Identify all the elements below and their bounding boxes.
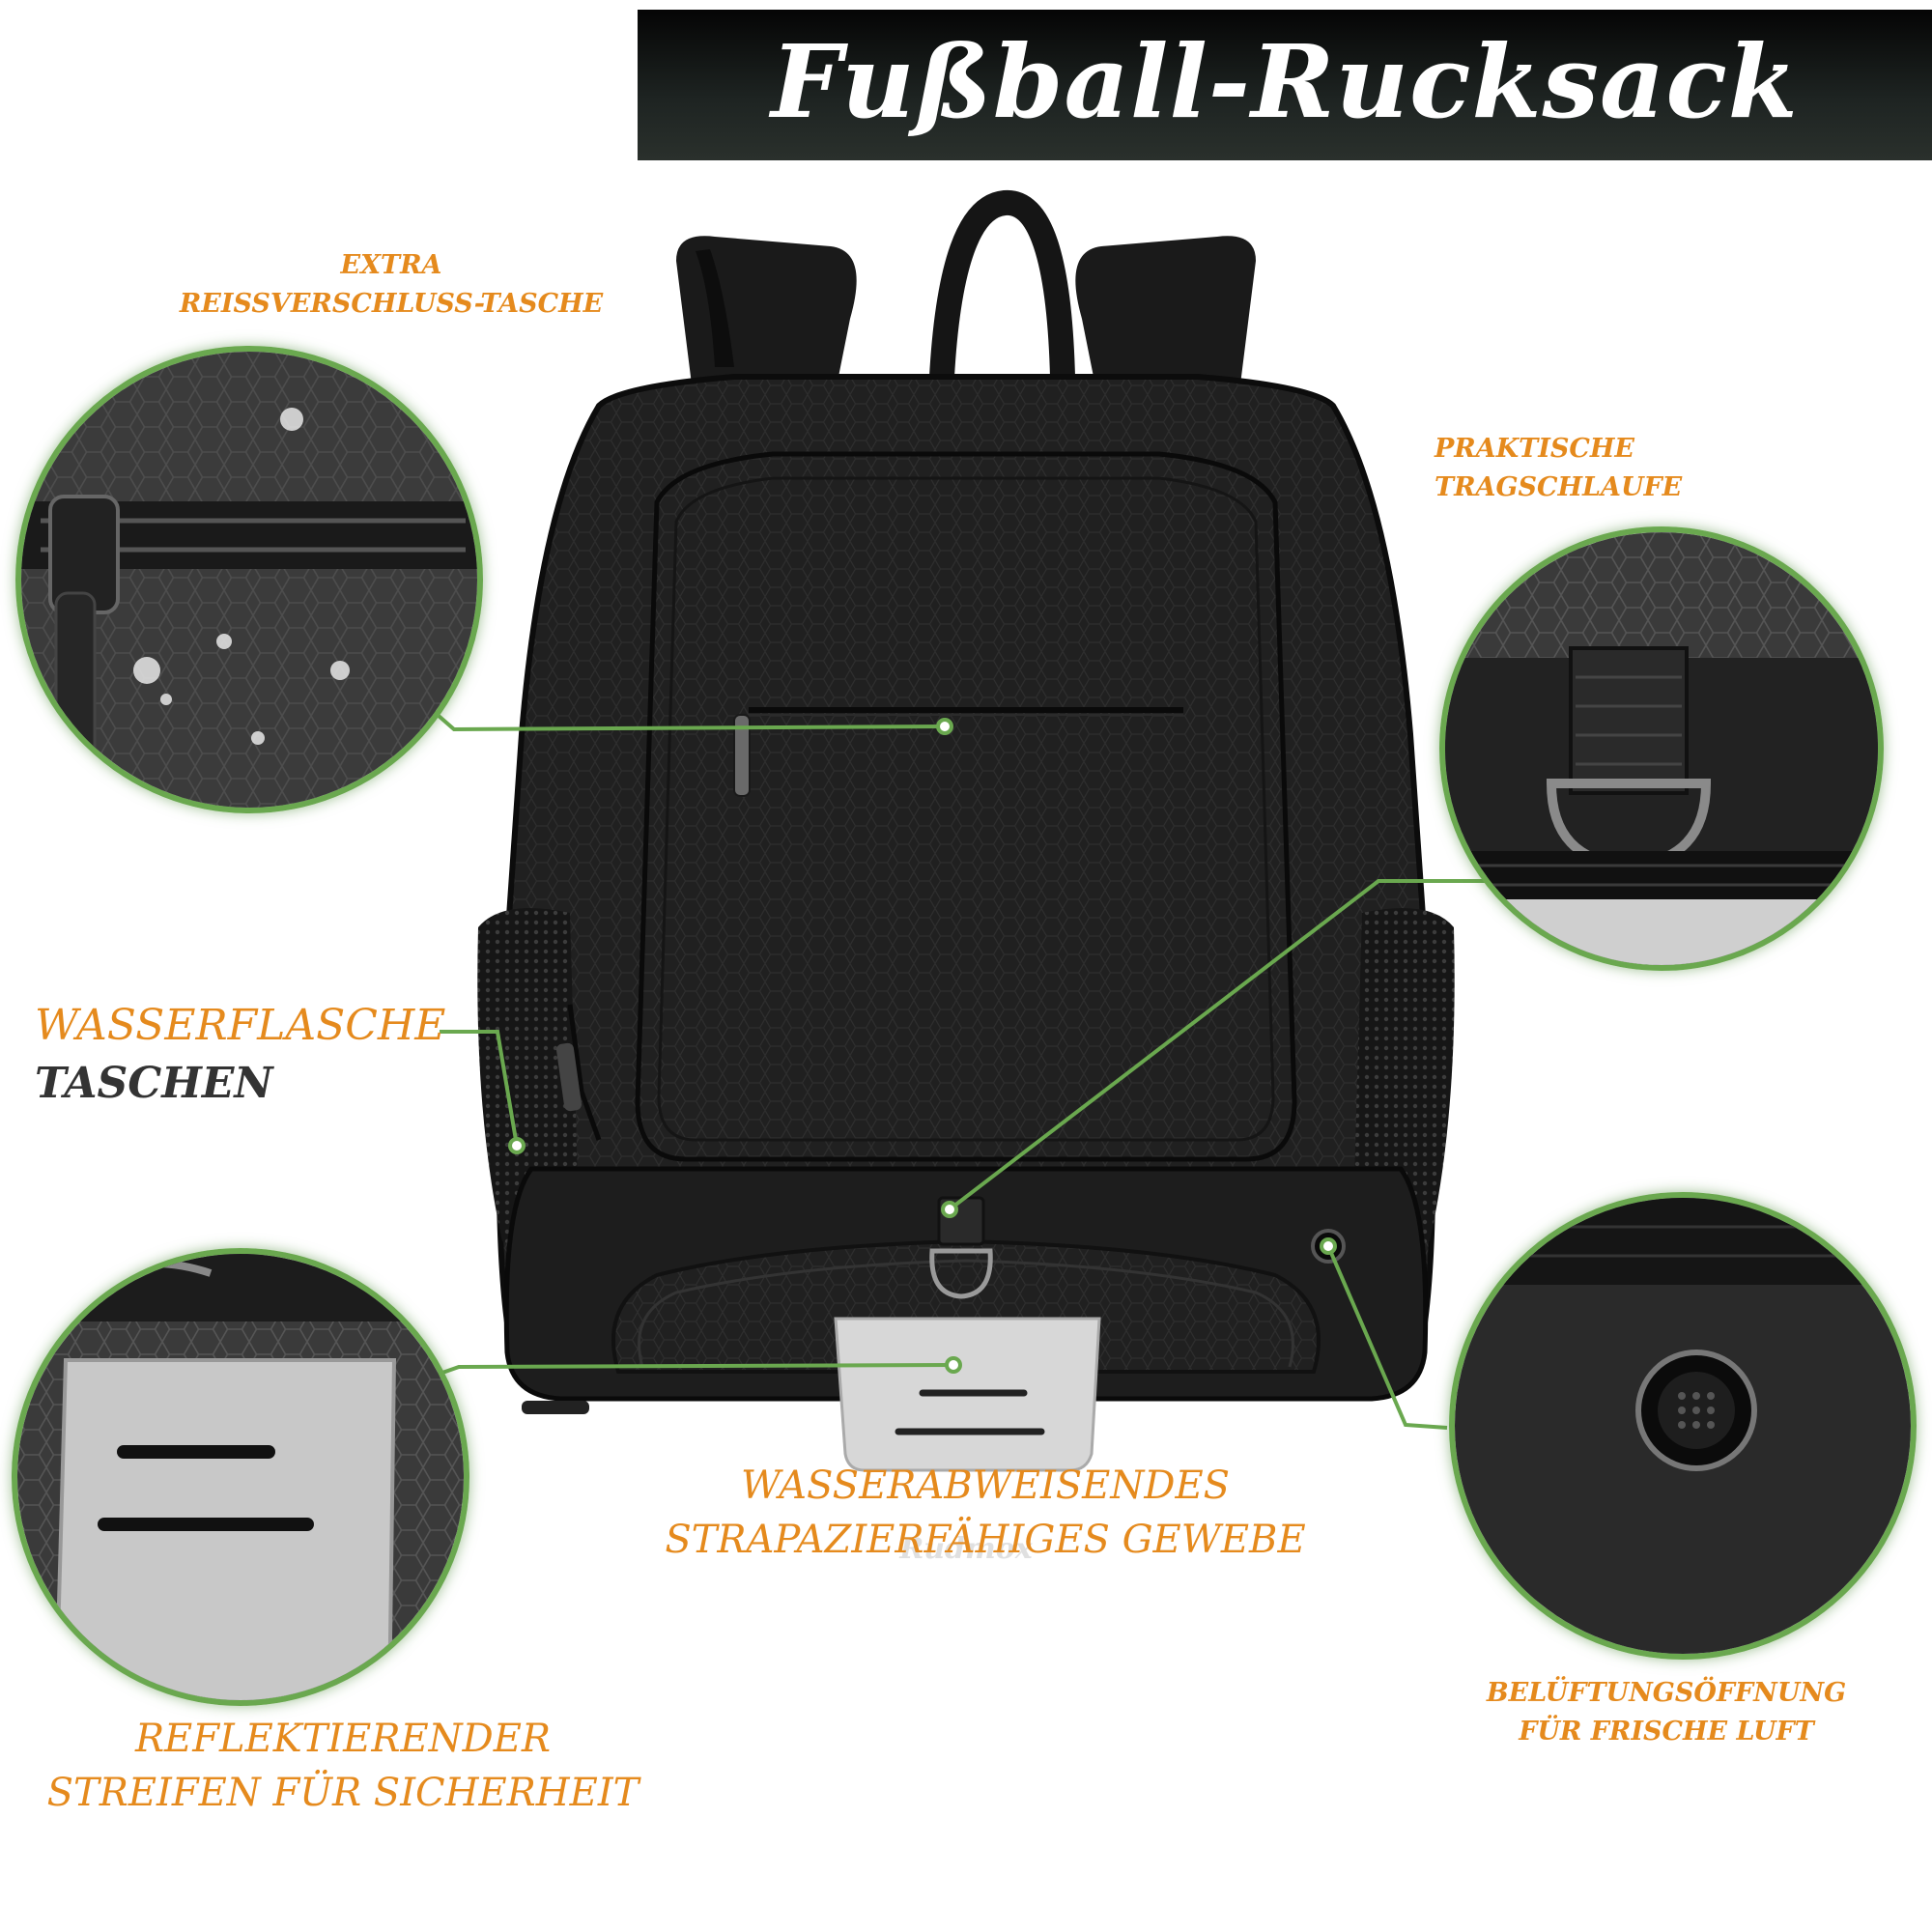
label-carry-loop-line2: TRAGSCHLAUFE xyxy=(1435,472,1683,502)
label-fabric-line1: WASSERABWEISENDES xyxy=(740,1463,1231,1508)
label-carry-loop: PRAKTISCHE TRAGSCHLAUFE xyxy=(1435,430,1705,507)
label-bottle-pockets-line2: TASCHEN xyxy=(35,1059,273,1108)
zoom-reflective-strip xyxy=(12,1248,469,1706)
label-bottle-pockets-line1: WASSERFLASCHE xyxy=(35,1001,446,1050)
label-vent-line2: FÜR FRISCHE LUFT xyxy=(1519,1717,1814,1747)
label-bottle-pockets: WASSERFLASCHE TASCHEN xyxy=(35,997,450,1113)
label-reflective-line1: REFLEKTIERENDER xyxy=(134,1717,552,1761)
label-zipper-pocket-line2: REISSVERSCHLUSS-TASCHE xyxy=(179,289,604,319)
zipper-pull-icon xyxy=(21,352,477,808)
title-banner: Fußball-Rucksack xyxy=(638,10,1932,160)
label-vent-line1: BELÜFTUNGSÖFFNUNG xyxy=(1486,1678,1847,1708)
label-zipper-pocket-line1: EXTRA xyxy=(340,250,442,280)
label-carry-loop-line1: PRAKTISCHE xyxy=(1435,434,1634,464)
label-vent: BELÜFTUNGSÖFFNUNG FÜR FRISCHE LUFT xyxy=(1463,1674,1869,1751)
vent-grille-icon xyxy=(1455,1198,1911,1654)
zoom-vent xyxy=(1449,1192,1917,1660)
label-fabric: WASSERABWEISENDES STRAPAZIERFÄHIGES GEWE… xyxy=(633,1459,1338,1567)
page-title: Fußball-Rucksack xyxy=(771,22,1799,141)
zoom-carry-loop xyxy=(1439,526,1884,971)
label-zipper-pocket: EXTRA REISSVERSCHLUSS-TASCHE xyxy=(155,246,628,324)
label-reflective-line2: STREIFEN FÜR SICHERHEIT xyxy=(46,1771,639,1815)
label-reflective: REFLEKTIERENDER STREIFEN FÜR SICHERHEIT xyxy=(29,1712,657,1820)
zoom-zipper-pocket xyxy=(15,346,483,813)
d-ring-icon xyxy=(1445,532,1878,965)
label-fabric-line2: STRAPAZIERFÄHIGES GEWEBE xyxy=(665,1518,1306,1562)
brand-logo: Rudmox xyxy=(898,1532,1033,1566)
reflective-patch-icon xyxy=(17,1254,464,1700)
